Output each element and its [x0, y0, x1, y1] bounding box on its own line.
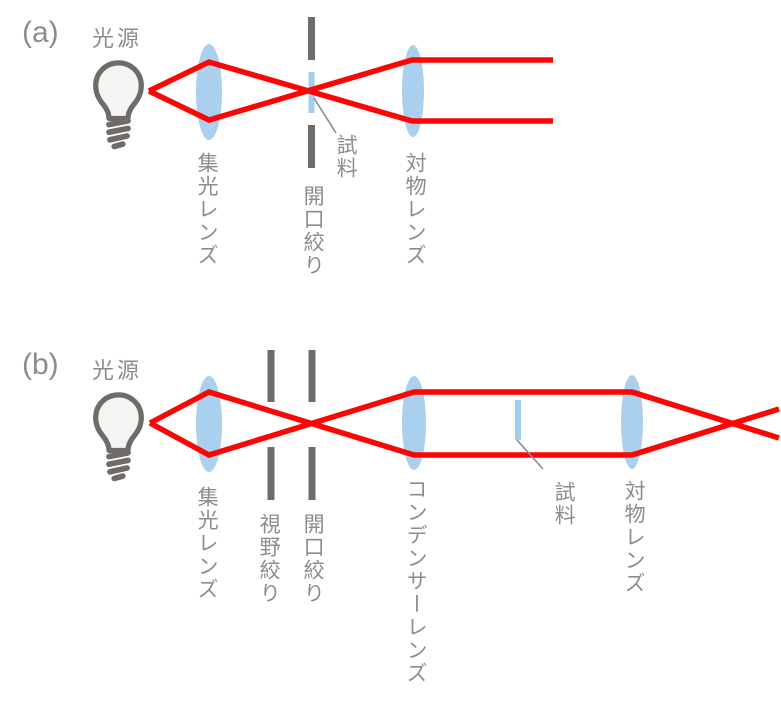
field-stop-bottom-bar-b: [267, 447, 275, 500]
light-ray-b-lower: [148, 389, 780, 458]
light-source-label-b: 光源: [92, 358, 143, 383]
objective-lens-label-a: 対物レンズ: [403, 152, 427, 267]
aperture-stop-top-bar-b: [308, 350, 316, 402]
objective-lens-label-b: 対物レンズ: [622, 480, 646, 595]
objective-lens-a: [402, 45, 424, 137]
panel-b-diagram: [96, 350, 780, 500]
collector-lens-b: [196, 376, 222, 472]
specimen-label-a: 試料: [334, 134, 358, 180]
specimen-bar-b: [515, 400, 521, 440]
panel-a-diagram: [96, 17, 553, 168]
light-ray-a-lower: [147, 57, 553, 123]
light-bulb-icon: [96, 63, 142, 147]
panel-b-tag: (b): [22, 348, 59, 381]
panel-a-tag: (a): [22, 16, 59, 49]
field-stop-top-bar-b: [267, 350, 275, 402]
collector-lens-a: [196, 44, 222, 140]
objective-lens-b: [621, 375, 643, 469]
field-stop-label-b: 視野絞り: [257, 513, 281, 605]
aperture-stop-top-bar-a: [308, 17, 315, 60]
condenser-lens-label-b: コンデンサーレンズ: [404, 478, 428, 685]
aperture-stop-bottom-bar-a: [308, 125, 315, 168]
aperture-stop-label-a: 開口絞り: [301, 185, 325, 277]
aperture-stop-bottom-bar-b: [308, 447, 316, 500]
aperture-stop-label-b: 開口絞り: [301, 513, 325, 605]
light-bulb-icon: [96, 395, 142, 479]
condenser-lens-b: [402, 376, 426, 470]
light-source-label-a: 光源: [92, 26, 143, 51]
specimen-pointer-line-b: [516, 439, 544, 470]
collector-lens-label-a: 集光レンズ: [195, 152, 219, 267]
specimen-pointer-line-a: [313, 97, 337, 134]
light-ray-b-upper: [148, 389, 780, 458]
collector-lens-label-b: 集光レンズ: [195, 486, 219, 601]
specimen-label-b: 試料: [552, 481, 576, 527]
